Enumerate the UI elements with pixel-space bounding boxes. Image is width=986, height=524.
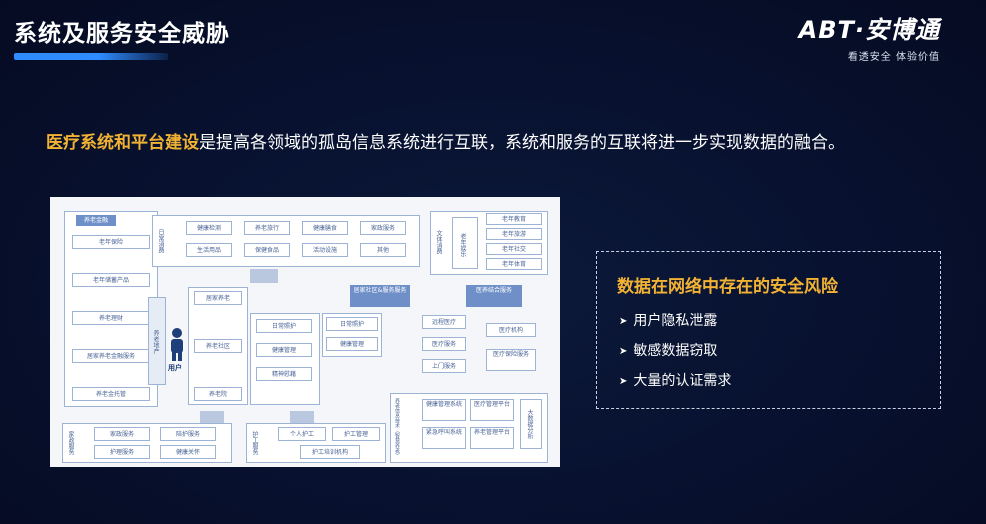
risk-item: ➤ 大量的认证需求 (619, 370, 731, 390)
daily-item: 其他 (360, 243, 406, 257)
daily-item: 健康膳食 (302, 221, 348, 235)
tech-label: 养老信息技术（智慧养老） (394, 398, 400, 458)
care-label: 护工服务 (251, 431, 258, 455)
left-item: 养老理财 (72, 311, 150, 325)
culture-item: 老年体育 (486, 258, 542, 270)
right-item: 上门服务 (422, 359, 466, 373)
culture-item: 老年旅游 (486, 228, 542, 240)
daily-item: 家政服务 (360, 221, 406, 235)
page-title: 系统及服务安全威胁 (14, 21, 230, 47)
family-item: 家政服务 (94, 427, 150, 441)
right-title: 医养结合服务 (466, 285, 522, 307)
architecture-diagram: 养老金融 老年保险 老年储蓄产品 养老理财 居家养老金融服务 养老金托管 日常消… (50, 197, 560, 467)
tech-item: 养老管理平台 (470, 427, 514, 449)
tech-item: 紧急呼叫系统 (422, 427, 466, 449)
up-arrow (200, 411, 224, 423)
user-icon (171, 328, 183, 361)
center-item: 日常照护 (256, 319, 312, 333)
daily-item: 健康检测 (186, 221, 232, 235)
daily-item: 养老旅行 (244, 221, 290, 235)
tech-item: 健康管理系统 (422, 399, 466, 421)
left-item: 老年保险 (72, 235, 150, 249)
risk-title: 数据在网络中存在的安全风险 (617, 277, 838, 297)
daily-item: 保健食品 (244, 243, 290, 257)
culture-item: 老年社交 (486, 243, 542, 255)
title-underline (14, 53, 168, 60)
right-item: 医疗服务 (422, 337, 466, 351)
down-arrow (250, 269, 278, 283)
daily-item: 活动设施 (302, 243, 348, 257)
arrow-bullet-icon: ➤ (619, 376, 628, 387)
family-label: 家政服务 (67, 431, 74, 455)
arrow-bullet-icon: ➤ (619, 346, 628, 357)
community-item: 养老院 (194, 387, 242, 401)
middle-title: 居家社区&服务服务 (350, 285, 410, 307)
right-item: 医疗机构 (486, 323, 536, 337)
pension-panel (148, 297, 166, 385)
risk-item: ➤ 用户隐私泄露 (619, 310, 717, 330)
right-item: 远程医疗 (422, 315, 466, 329)
tech-item: 医疗管理平台 (470, 399, 514, 421)
family-item: 健康关怀 (160, 445, 216, 459)
user-label: 用户 (168, 364, 182, 372)
family-item: 陪护服务 (160, 427, 216, 441)
risk-item-text: 大量的认证需求 (633, 373, 732, 389)
left-item: 老年储蓄产品 (72, 273, 150, 287)
left-panel-title: 养老金融 (76, 215, 116, 226)
mid-item: 健康管理 (326, 337, 378, 351)
mid-item: 日常照护 (326, 317, 378, 331)
pension-label: 养老地产 (152, 330, 159, 354)
daily-item: 生活用品 (186, 243, 232, 257)
tech-side: 大数据分析 (526, 409, 533, 439)
culture-center: 老年娱乐 (459, 233, 466, 257)
center-item: 精神慰藉 (256, 367, 312, 381)
culture-item: 老年教育 (486, 213, 542, 225)
up-arrow (290, 411, 314, 423)
intro-text: 医疗系统和平台建设是提高各领域的孤岛信息系统进行互联，系统和服务的互联将进一步实… (46, 128, 845, 153)
culture-label: 文体消费 (435, 230, 442, 254)
tech-side-box (520, 399, 542, 449)
arrow-bullet-icon: ➤ (619, 316, 628, 327)
intro-highlight: 医疗系统和平台建设 (46, 133, 199, 153)
brand-logo: ABT·安博通 看透安全 体验价值 (799, 10, 940, 63)
daily-label: 日常消费 (157, 229, 164, 253)
risk-item: ➤ 敏感数据窃取 (619, 340, 717, 360)
community-item: 居家养老 (194, 291, 242, 305)
left-item: 居家养老金融服务 (72, 349, 150, 363)
intro-rest: 是提高各领域的孤岛信息系统进行互联，系统和服务的互联将进一步实现数据的融合。 (199, 133, 845, 153)
center-item: 健康管理 (256, 343, 312, 357)
logo-text: ABT·安博通 (798, 16, 940, 44)
care-item: 护工管理 (332, 427, 380, 441)
right-item: 医疗保险服务 (486, 349, 536, 371)
care-item: 个人护工 (278, 427, 326, 441)
culture-center-box (452, 217, 478, 269)
family-item: 护理服务 (94, 445, 150, 459)
logo-tagline: 看透安全 体验价值 (847, 52, 940, 63)
risk-box: 数据在网络中存在的安全风险 ➤ 用户隐私泄露 ➤ 敏感数据窃取 ➤ 大量的认证需求 (596, 251, 941, 409)
left-item: 养老金托管 (72, 387, 150, 401)
risk-item-text: 敏感数据窃取 (633, 343, 718, 359)
risk-item-text: 用户隐私泄露 (633, 313, 718, 329)
care-item: 护工培训机构 (300, 445, 360, 459)
community-item: 养老社区 (194, 339, 242, 353)
